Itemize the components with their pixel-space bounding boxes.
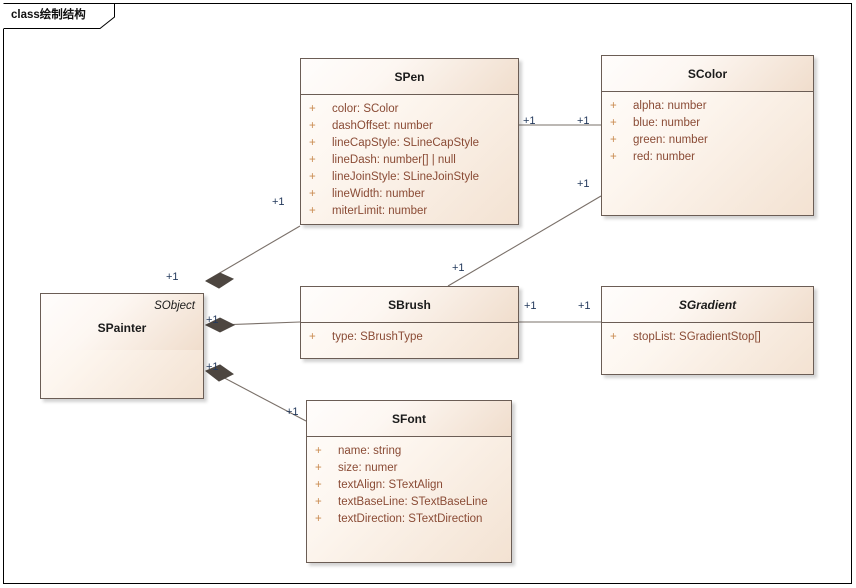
multiplicity-label-painter-sbrush: +1 [206,314,219,326]
attribute-visibility: + [315,479,322,491]
attribute-signature: color: SColor [332,103,399,115]
attribute-row[interactable]: + stopList: SGradientStop[] [602,329,813,346]
attribute-signature: red: number [633,151,696,163]
attribute-signature: lineCapStyle: SLineCapStyle [332,137,480,149]
attribute-row[interactable]: + lineCapStyle: SLineCapStyle [301,135,518,152]
attribute-signature: type: SBrushType [332,331,423,343]
class-name-sbrush: SBrush [388,298,431,312]
multiplicity-label-scolor-spen: +1 [577,115,590,127]
class-stereotype-sobject: SObject [154,300,195,312]
class-header-spainter: SObject SPainter [41,294,203,350]
class-box-sfont[interactable]: SFont + name: string + size: numer + tex… [306,400,512,563]
attribute-signature: stopList: SGradientStop[] [633,331,761,343]
attribute-visibility: + [610,134,617,146]
class-name-spen: SPen [394,70,425,84]
multiplicity-label-grad-sbrush: +1 [578,300,591,312]
class-name-scolor: SColor [687,67,728,81]
attribute-visibility: + [309,188,316,200]
attribute-signature: lineWidth: number [332,188,425,200]
multiplicity-label-painter-sfont: +1 [206,361,219,373]
attribute-signature: textAlign: STextAlign [338,479,443,491]
attribute-row[interactable]: + dashOffset: number [301,118,518,135]
multiplicity-label-sfont-painter: +1 [286,406,299,418]
multiplicity-label-scolor-sbrush: +1 [577,178,590,190]
attribute-row[interactable]: + textBaseLine: STextBaseLine [307,494,511,511]
attribute-signature: green: number [633,134,708,146]
class-header-spen: SPen [301,59,518,95]
attribute-row[interactable]: + lineWidth: number [301,186,518,203]
attribute-row[interactable]: + alpha: number [602,98,813,115]
class-box-spen[interactable]: SPen + color: SColor + dashOffset: numbe… [300,58,519,225]
diagram-frame [3,3,852,584]
attribute-signature: lineDash: number[] | null [332,154,456,166]
class-attributes-sfont: + name: string + size: numer + textAlign… [307,437,511,528]
class-box-spainter[interactable]: SObject SPainter [40,293,204,399]
attribute-visibility: + [309,331,316,343]
attribute-row[interactable]: + type: SBrushType [301,329,518,346]
attribute-row[interactable]: + miterLimit: number [301,203,518,220]
attribute-signature: lineJoinStyle: SLineJoinStyle [332,171,480,183]
attribute-visibility: + [309,171,316,183]
attribute-visibility: + [610,100,617,112]
attribute-row[interactable]: + lineDash: number[] | null [301,152,518,169]
attribute-visibility: + [610,151,617,163]
class-box-sgradient[interactable]: SGradient + stopList: SGradientStop[] [601,286,814,375]
attribute-row[interactable]: + green: number [602,132,813,149]
class-header-sfont: SFont [307,401,511,437]
multiplicity-label-sbrush-grad: +1 [524,300,537,312]
attribute-visibility: + [610,331,617,343]
class-attributes-scolor: + alpha: number + blue: number + green: … [602,92,813,166]
class-attributes-sgradient: + stopList: SGradientStop[] [602,323,813,346]
attribute-signature: alpha: number [633,100,707,112]
class-attributes-spainter [41,350,203,356]
attribute-row[interactable]: + lineJoinStyle: SLineJoinStyle [301,169,518,186]
attribute-row[interactable]: + textAlign: STextAlign [307,477,511,494]
class-box-sbrush[interactable]: SBrush + type: SBrushType [300,286,519,359]
attribute-signature: size: numer [338,462,398,474]
class-name-sgradient: SGradient [678,298,737,312]
attribute-row[interactable]: + textDirection: STextDirection [307,511,511,528]
attribute-visibility: + [309,137,316,149]
class-name-spainter: SPainter [97,321,147,335]
class-header-sgradient: SGradient [602,287,813,323]
attribute-signature: dashOffset: number [332,120,433,132]
attribute-visibility: + [315,496,322,508]
attribute-visibility: + [315,462,322,474]
multiplicity-label-spen-painter: +1 [272,196,285,208]
attribute-signature: miterLimit: number [332,205,428,217]
class-header-scolor: SColor [602,56,813,92]
attribute-visibility: + [315,445,322,457]
attribute-signature: name: string [338,445,402,457]
attribute-visibility: + [309,103,316,115]
class-attributes-spen: + color: SColor + dashOffset: number + l… [301,95,518,220]
attribute-visibility: + [610,117,617,129]
class-name-sfont: SFont [392,412,426,426]
attribute-visibility: + [309,205,316,217]
multiplicity-label-painter-spen: +1 [166,271,179,283]
multiplicity-label-sbrush-scolor: +1 [452,262,465,274]
attribute-visibility: + [309,154,316,166]
page-title: class绘制结构 [11,9,86,21]
class-box-scolor[interactable]: SColor + alpha: number + blue: number + … [601,55,814,216]
attribute-row[interactable]: + red: number [602,149,813,166]
class-header-sbrush: SBrush [301,287,518,323]
attribute-visibility: + [315,513,322,525]
attribute-signature: textDirection: STextDirection [338,513,483,525]
attribute-row[interactable]: + color: SColor [301,101,518,118]
attribute-visibility: + [309,120,316,132]
class-attributes-sbrush: + type: SBrushType [301,323,518,346]
attribute-row[interactable]: + blue: number [602,115,813,132]
attribute-row[interactable]: + size: numer [307,460,511,477]
attribute-row[interactable]: + name: string [307,443,511,460]
attribute-signature: textBaseLine: STextBaseLine [338,496,488,508]
multiplicity-label-spen-scolor: +1 [523,115,536,127]
attribute-signature: blue: number [633,117,701,129]
